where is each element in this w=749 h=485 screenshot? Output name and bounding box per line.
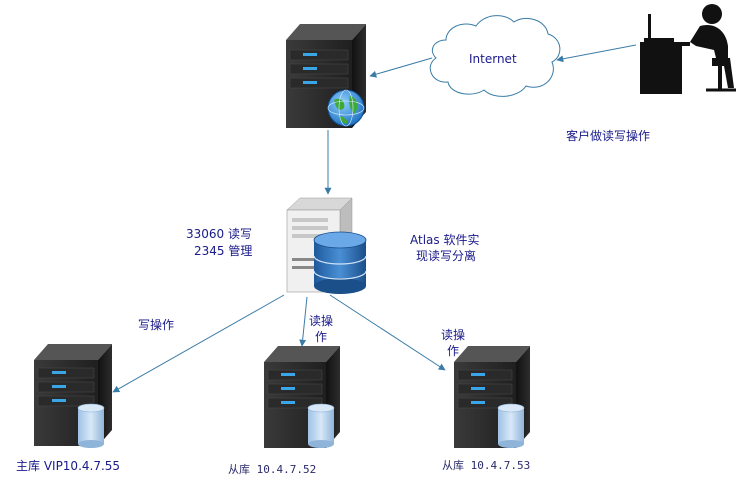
arrow-client-to-internet <box>556 44 637 63</box>
edge-label-read2-line1: 读操 <box>440 328 465 342</box>
edge-label-read2-line2: 作 <box>446 344 459 358</box>
proxy-port-readwrite: 33060 读写 <box>186 227 252 241</box>
edge-label-read1-line1: 读操 <box>308 314 333 328</box>
arrow-internet-to-webserver <box>369 57 433 78</box>
proxy-desc-line2: 现读写分离 <box>416 249 477 263</box>
slave1-db-server-icon <box>264 346 340 448</box>
arrows <box>112 44 637 393</box>
web-server-icon <box>286 24 366 128</box>
slave2-db-label: 从库 10.4.7.53 <box>442 459 531 472</box>
proxy-port-admin: 2345 管理 <box>194 244 253 258</box>
cloud-label: Internet <box>469 52 517 66</box>
arrow-proxy-to-slave2 <box>329 294 446 371</box>
proxy-desc-line1: Atlas 软件实 <box>410 233 480 247</box>
slave1-db-label: 从库 10.4.7.52 <box>228 463 317 476</box>
slave2-db-server-icon <box>454 346 530 448</box>
cloud-icon <box>429 15 561 97</box>
edge-label-read1-line2: 作 <box>314 330 327 344</box>
client-label: 客户做读写操作 <box>566 129 651 143</box>
master-db-server-icon <box>34 344 112 448</box>
master-db-label: 主库 VIP10.4.7.55 <box>16 459 121 473</box>
arrow-proxy-to-slave1 <box>299 296 308 347</box>
proxy-server-icon <box>286 197 367 294</box>
edge-label-write: 写操作 <box>138 318 175 332</box>
arrow-proxy-to-master <box>112 294 285 393</box>
user-at-desk-icon <box>640 4 736 94</box>
